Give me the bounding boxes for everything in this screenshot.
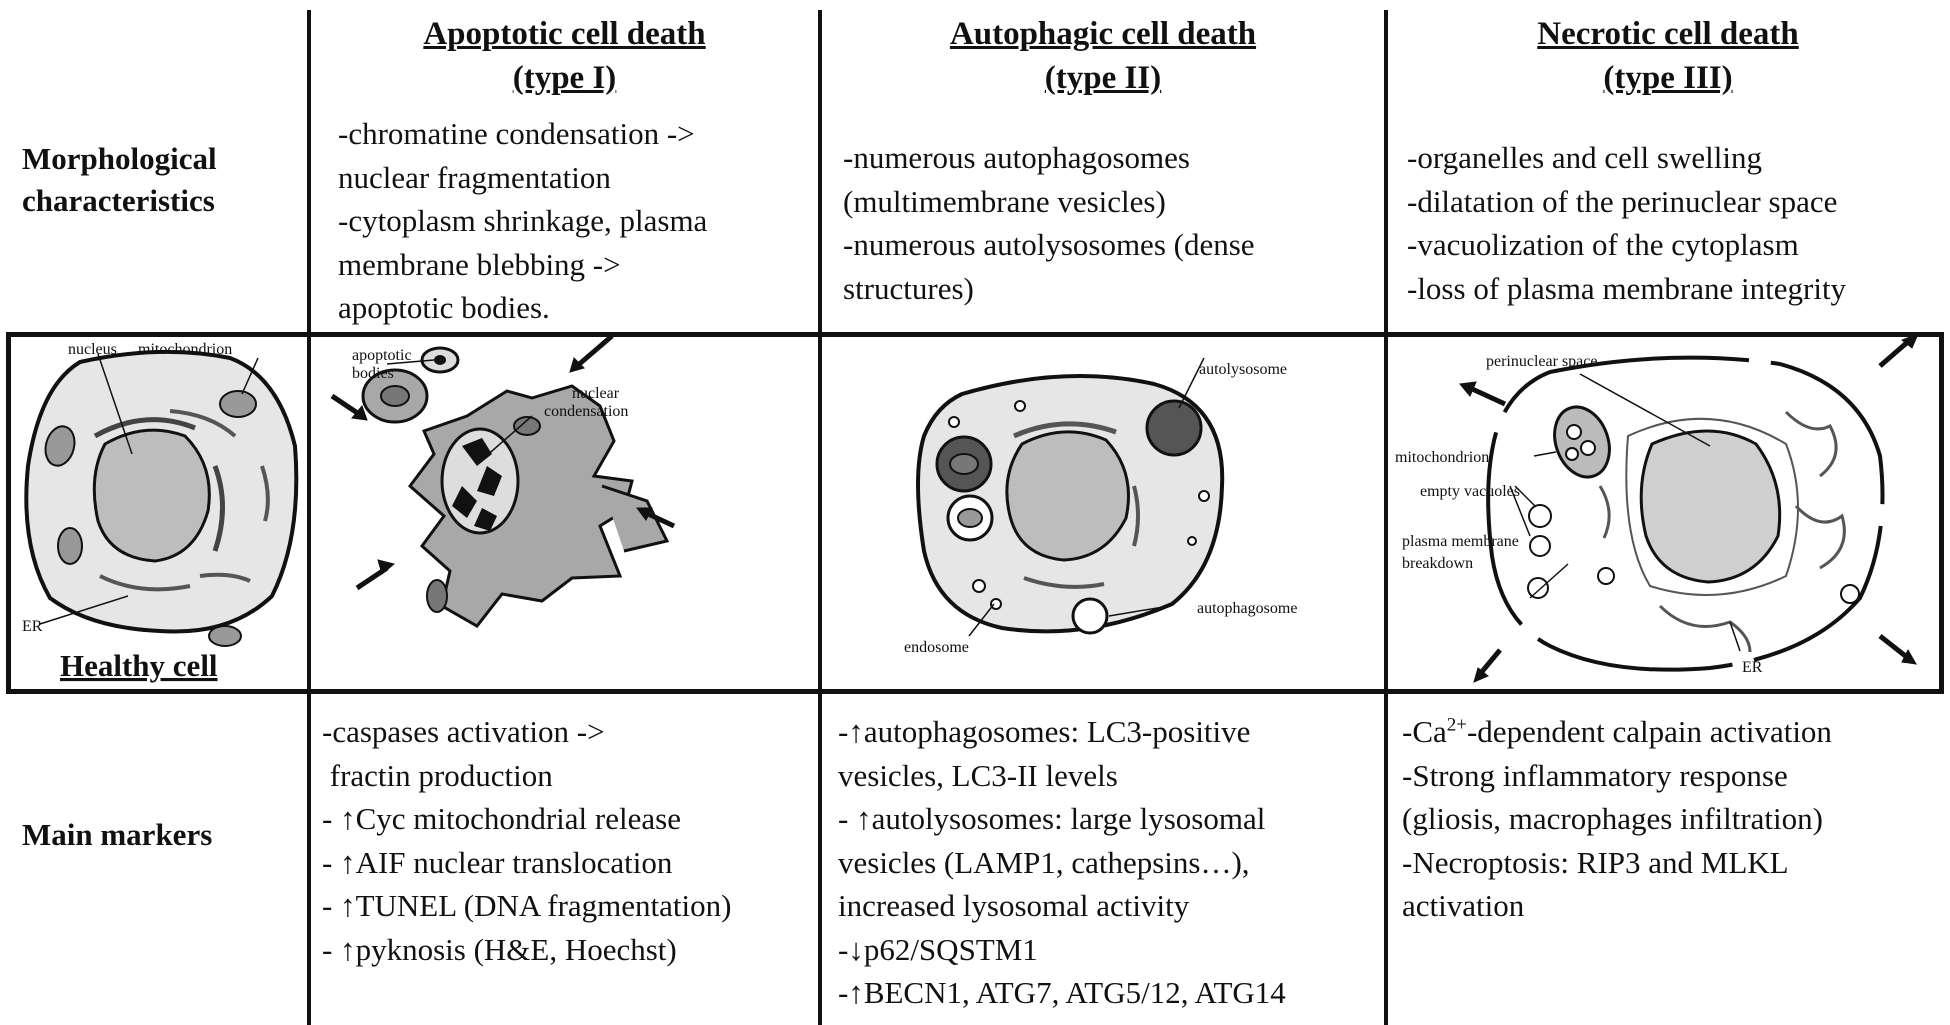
divider-3 [1384,10,1388,1025]
healthy-cell-diagram: nucleus mitochondrion ER Healthy cell [22,341,299,683]
header-autophagic-title: Autophagic cell death [949,16,1257,52]
markers-necrotic-line: (gliosis, macrophages infiltration) [1402,801,1823,836]
row-label-morphology: Morphological characteristics [22,138,217,222]
markers-necrotic-ca-line: -Ca2+-dependent calpain activation [1402,710,1832,754]
ca-superscript: 2+ [1446,714,1467,736]
label-necrotic-mitochondrion: mitochondrion [1395,449,1489,466]
header-apoptotic: Apoptotic cell death (type I) [311,12,818,100]
markers-apoptotic-line: - ↑TUNEL (DNA fragmentation) [322,888,732,923]
arrow-icon [330,334,676,591]
markers-apoptotic-line: - ↑AIF nuclear translocation [322,844,673,880]
morphology-apoptotic: -chromatine condensation -> nuclear frag… [338,112,707,330]
healthy-cell-caption: Healthy cell [60,648,218,683]
label-nucleus: nucleus [68,341,117,358]
morphology-necrotic-line: -vacuolization of the cytoplasm [1407,227,1799,262]
morphology-apoptotic-line: -cytoplasm shrinkage, plasma [338,203,708,238]
morphology-necrotic-line: -loss of plasma membrane integrity [1407,270,1847,306]
markers-autophagic-line: -↑BECN1, ATG7, ATG5/12, ATG14 [838,975,1286,1010]
label-autolysosome: autolysosome [1199,361,1287,378]
markers-autophagic-line: vesicles, LC3-II levels [838,757,1118,793]
necrotic-cell-diagram: perinuclear space mitochondrion empty va… [1395,333,1919,683]
divider-2 [818,10,822,1025]
morphology-necrotic-line: -organelles and cell swelling [1407,140,1762,175]
label-plasma-membrane-breakdown-2: breakdown [1402,555,1473,572]
autophagic-cell-diagram: autolysosome autophagosome endosome [904,357,1297,656]
markers-necrotic-line: -Necroptosis: RIP3 and MLKL [1402,844,1789,880]
markers-autophagic-line: -↓p62/SQSTM1 [838,931,1038,967]
markers-apoptotic-line: - ↑Cyc mitochondrial release [322,801,681,836]
markers-autophagic-line: -↑autophagosomes: LC3-positive [838,714,1251,749]
header-apoptotic-title: Apoptotic cell death [423,16,706,52]
markers-necrotic: -Ca2+-dependent calpain activation -Stro… [1402,710,1832,928]
ca-suffix: -dependent calpain activation [1466,714,1832,749]
diagram-band [6,332,1944,694]
morphology-autophagic-line: -numerous autolysosomes (dense [843,227,1255,262]
markers-necrotic-line: -Strong inflammatory response [1402,757,1788,793]
header-necrotic: Necrotic cell death (type III) [1388,12,1948,100]
label-er: ER [22,618,43,635]
label-mitochondrion: mitochondrion [138,341,232,358]
header-necrotic-subtitle: (type III) [1603,60,1733,96]
header-autophagic: Autophagic cell death (type II) [822,12,1384,100]
morphology-apoptotic-line: nuclear fragmentation [338,159,611,195]
morphology-necrotic: -organelles and cell swelling -dilatatio… [1407,136,1846,310]
markers-apoptotic-line: - ↑pyknosis (H&E, Hoechst) [322,931,677,967]
label-apoptotic-bodies-1: apoptotic [352,347,412,364]
label-nuclear-condensation-1: nuclear [572,385,620,402]
morphology-autophagic-line: structures) [843,270,974,306]
arrow-icon [1459,333,1919,683]
morphology-apoptotic-line: membrane blebbing -> [338,246,621,282]
mitochondrion-icon [44,390,257,647]
label-perinuclear-space: perinuclear space [1486,353,1597,370]
morphology-necrotic-line: -dilatation of the perinuclear space [1407,183,1838,219]
markers-necrotic-line: activation [1402,888,1525,923]
label-apoptotic-bodies-2: bodies [352,365,394,382]
row-label-morphology-line1: Morphological [22,141,217,176]
label-plasma-membrane-breakdown-1: plasma membrane [1402,533,1519,550]
header-necrotic-title: Necrotic cell death [1537,16,1799,52]
markers-autophagic-line: increased lysosomal activity [838,888,1190,923]
morphology-autophagic-line: -numerous autophagosomes [843,140,1190,175]
row-label-markers: Main markers [22,814,212,856]
row-label-morphology-line2: characteristics [22,183,215,218]
row-label-markers-text: Main markers [22,817,213,852]
label-necrotic-er: ER [1742,659,1763,676]
label-autophagosome: autophagosome [1197,600,1297,617]
markers-apoptotic: -caspases activation -> fractin producti… [322,710,731,971]
divider-1 [307,10,311,1025]
morphology-apoptotic-line: apoptotic bodies. [338,290,550,325]
header-apoptotic-subtitle: (type I) [512,60,617,96]
header-autophagic-subtitle: (type II) [1044,60,1162,96]
markers-autophagic-line: - ↑autolysosomes: large lysosomal [838,801,1266,836]
markers-apoptotic-line: fractin production [322,757,553,793]
markers-apoptotic-line: -caspases activation -> [322,714,605,749]
ca-prefix: -Ca [1402,714,1447,749]
morphology-autophagic-line: (multimembrane vesicles) [843,183,1166,219]
label-endosome: endosome [904,639,969,656]
morphology-autophagic: -numerous autophagosomes (multimembrane … [843,136,1255,310]
morphology-apoptotic-line: -chromatine condensation -> [338,116,695,151]
label-empty-vacuoles: empty vacuoles [1420,483,1520,500]
markers-autophagic: -↑autophagosomes: LC3-positive vesicles,… [838,710,1286,1015]
markers-autophagic-line: vesicles (LAMP1, cathepsins…), [838,844,1250,880]
apoptotic-cell-diagram: apoptotic bodies nuclear condensation [330,334,676,628]
label-nuclear-condensation-2: condensation [544,403,628,420]
